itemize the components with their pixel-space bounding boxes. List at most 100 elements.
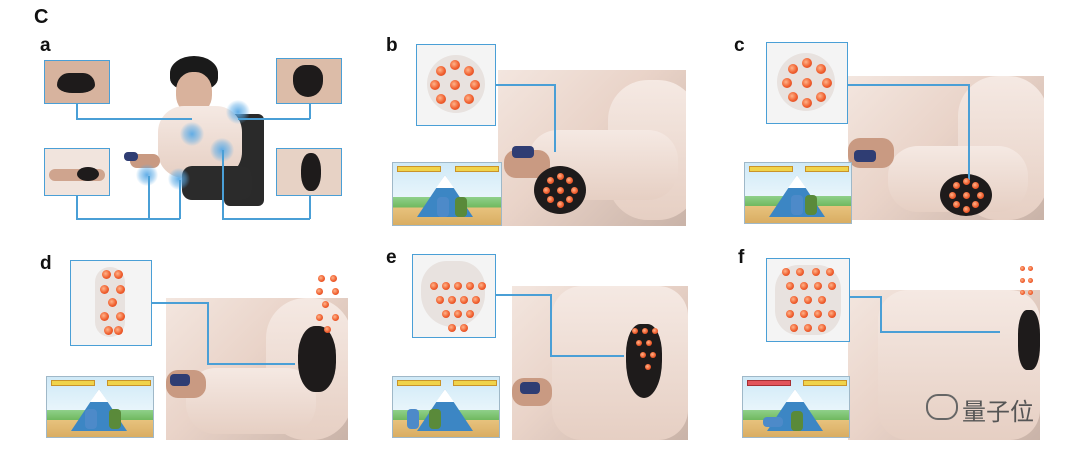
stim-dot [104, 326, 113, 335]
stim-dot [962, 205, 970, 213]
fighter-1 [791, 195, 803, 215]
stim-dot [1020, 266, 1025, 271]
wechat-icon [926, 394, 958, 420]
connector-c-h [848, 84, 968, 86]
patch-back [1018, 310, 1040, 370]
stim-dot [1028, 266, 1033, 271]
stim-dot [472, 296, 480, 304]
stim-dot [450, 80, 460, 90]
health-bar-right [107, 380, 151, 386]
panel-b-photo [498, 70, 686, 226]
stim-dot [952, 181, 960, 189]
stim-dot [972, 201, 980, 209]
stim-dot [464, 94, 475, 105]
patch-chest [57, 73, 95, 93]
glow-shoulder [226, 100, 250, 124]
mountain-snow [436, 389, 454, 402]
stim-dot [450, 60, 460, 70]
game-screen [46, 376, 154, 438]
stim-dot [332, 288, 339, 295]
stim-dot [816, 92, 827, 103]
stim-dot [470, 80, 480, 90]
stim-dot [478, 282, 486, 290]
stim-dot [460, 324, 468, 332]
health-bar-right [805, 166, 849, 172]
stim-dot [787, 92, 798, 103]
stim-dot [566, 176, 574, 184]
stim-dot [435, 65, 446, 76]
stim-dot [556, 200, 564, 208]
stim-dot [542, 186, 550, 194]
stim-dot [108, 298, 117, 307]
connector-d-h [152, 302, 208, 304]
stim-dot [796, 268, 804, 276]
stim-dot [822, 78, 832, 88]
stim-dot [800, 282, 808, 290]
patch-upper-arm [301, 153, 321, 191]
fighter-2 [791, 411, 803, 431]
stim-dot [972, 181, 980, 189]
mountain-snow [436, 175, 454, 188]
connector-forearm-v1 [76, 196, 78, 219]
connector-forearm-v2 [148, 176, 150, 219]
connector-d-h2 [207, 363, 295, 365]
fighter-2 [805, 195, 817, 215]
stim-dot [435, 94, 446, 105]
inset-forearm [44, 148, 110, 196]
connector-forearm-h [76, 218, 180, 220]
stim-dot [786, 310, 794, 318]
stim-dot [646, 340, 652, 346]
stim-dot [804, 296, 812, 304]
stim-dot [948, 191, 956, 199]
connector-f-h [850, 296, 880, 298]
stim-dot [790, 296, 798, 304]
game-screen [392, 376, 500, 438]
connector-chest-h [76, 118, 192, 120]
pattern-halo [421, 261, 485, 327]
panel-d: d [0, 236, 360, 446]
stim-dot [454, 310, 462, 318]
health-bar-left [747, 380, 791, 386]
stim-dot [442, 282, 450, 290]
stim-dot [442, 310, 450, 318]
mountain-snow [90, 389, 108, 402]
panel-b: b [380, 0, 937, 232]
stim-dot [100, 312, 109, 321]
stim-dot [114, 270, 123, 279]
stim-dot [952, 201, 960, 209]
connector-b-d [554, 84, 556, 152]
stim-dot [430, 282, 438, 290]
panel-a-label: a [40, 35, 51, 56]
game-controller [124, 152, 138, 161]
stim-dot [464, 65, 475, 76]
game-controller [170, 374, 190, 386]
stim-dot [448, 296, 456, 304]
panel-c: c [730, 0, 1060, 232]
stim-dot [1020, 278, 1025, 283]
connector-e-v [550, 294, 552, 356]
stim-dot [828, 310, 836, 318]
stim-dot [316, 288, 323, 295]
stim-dot [466, 282, 474, 290]
glow-chest [180, 122, 204, 146]
stim-dot [652, 328, 658, 334]
game-controller [512, 146, 534, 158]
stim-dot [316, 314, 323, 321]
health-bar-left [749, 166, 793, 172]
stim-dot [800, 310, 808, 318]
health-bar-right [455, 166, 499, 172]
stim-dot [812, 268, 820, 276]
stim-dot [962, 191, 970, 199]
stim-dot [804, 324, 812, 332]
fighter-1 [85, 409, 97, 429]
stim-dot [826, 268, 834, 276]
stim-dot [814, 310, 822, 318]
game-controller [520, 382, 540, 394]
stim-dot [100, 285, 109, 294]
fighter-2 [455, 197, 467, 217]
patch-forearm [77, 167, 99, 181]
game-controller [854, 150, 876, 162]
health-bar-left [397, 166, 441, 172]
connector-b-h [496, 84, 554, 86]
stim-dot [114, 326, 123, 335]
